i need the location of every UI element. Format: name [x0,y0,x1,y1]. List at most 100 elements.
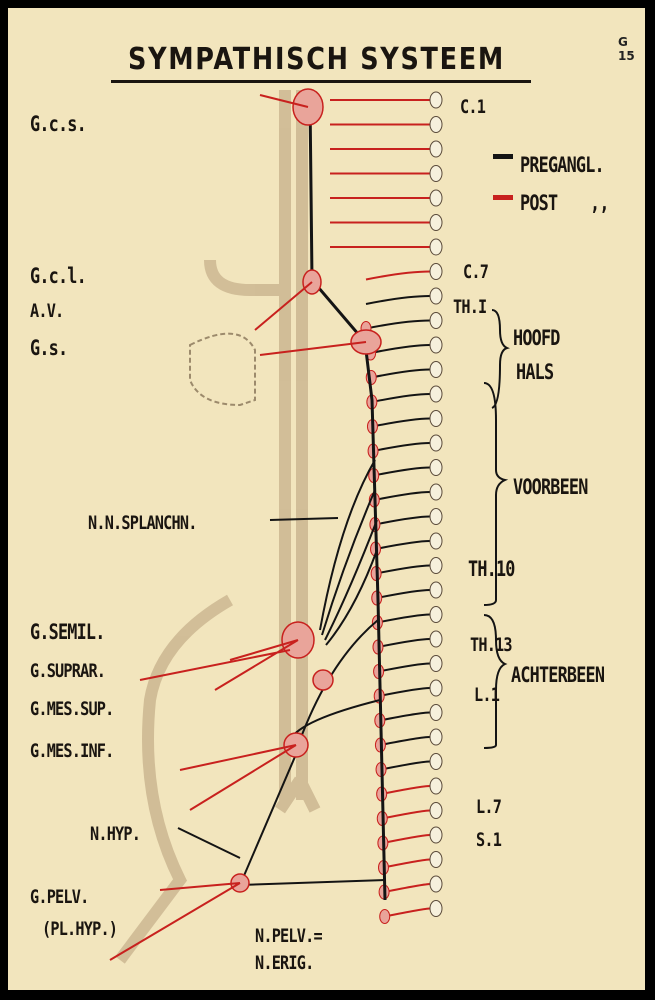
spinal-root [365,319,431,330]
spinal-ganglion [429,875,443,893]
spinal-ganglion [429,312,443,329]
spinal-ganglion [429,679,443,697]
label-th1: TH.I [453,296,487,318]
spinal-ganglion [429,581,443,599]
spinal-ganglion [429,483,443,501]
spinal-ganglion [429,606,443,623]
plate-code: G 15 [618,35,635,63]
spinal-ganglion [429,189,443,207]
spinal-root [371,368,431,379]
label-voorbeen: VOORBEEN [513,475,588,499]
spinal-root [373,466,431,477]
label-n-pelv: N.PELV.= [255,925,323,947]
label-s1: S.1 [476,829,502,851]
label-n-hyp: N.HYP. [90,823,141,845]
spinal-ganglion [429,238,443,256]
spinal-ganglion [429,802,443,819]
label-mes-inf: G.MES.INF. [30,740,114,762]
spinal-root [378,662,431,673]
spinal-ganglion [429,630,443,648]
spinal-ganglion [429,361,443,378]
spinal-roots [329,91,443,924]
label-th13: TH.13 [470,634,513,656]
region-brackets [483,309,510,749]
spinal-root [380,760,431,771]
label-semil: G.SEMIL. [30,620,105,644]
legend-preganglionic: PREGANGL. [520,153,605,177]
legend-postganglionic: POST [520,191,558,215]
spinal-root [370,344,431,354]
anatomical-poster: SYMPATHISCH SYSTEEM G 15 PREGANGL. POST … [8,8,645,990]
spinal-ganglion [429,655,443,672]
spinal-root [383,883,431,893]
spinal-root [376,589,431,599]
legend-ditto: ,, [590,191,609,215]
spinal-root [382,809,431,820]
label-l1: L.1 [474,684,500,706]
spinal-ganglion [429,532,443,550]
spinal-root [371,393,431,403]
visceral-postganglionic-branches [109,94,367,961]
spinal-root [380,736,431,746]
spinal-ganglion [429,728,443,746]
sympathetic-chain [308,99,387,901]
aorta-outline [115,90,321,964]
spinal-ganglion [429,851,443,868]
spinal-ganglion [429,826,443,844]
heart-outline [189,332,256,407]
sympathetic-system-diagram [109,88,513,964]
legend-swatches [493,154,513,200]
spinal-ganglion [429,704,443,721]
chain-ganglion [379,909,391,924]
label-splanchnic: N.N.SPLANCHN. [88,512,197,534]
label-c7: C.7 [463,261,489,283]
spinal-ganglion [429,336,443,354]
spinal-root [384,907,431,918]
label-gcs: G.c.s. [30,112,87,136]
spinal-ganglion [429,91,443,109]
spinal-root [383,858,431,869]
spinal-ganglion [429,214,443,231]
spinal-ganglion [429,385,443,403]
spinal-root [377,638,431,648]
spinal-root [374,491,431,501]
spinal-root [372,442,431,452]
page-title: SYMPATHISCH SYSTEEM [128,42,505,77]
spinal-ganglion [429,165,443,182]
label-suprar: G.SUPRAR. [30,660,106,682]
label-gci: G.c.l. [30,264,87,288]
label-mes-sup: G.MES.SUP. [30,698,114,720]
spinal-ganglion [429,140,443,158]
spinal-root [365,270,431,281]
label-g-pelv: G.PELV. [30,886,89,908]
spinal-root [381,785,431,795]
spinal-ganglion [429,753,443,770]
label-pl-hyp: (PL.HYP.) [42,918,118,940]
label-achterbeen: ACHTERBEEN [511,663,605,687]
spinal-root [365,295,431,305]
spinal-root [377,613,431,624]
spinal-ganglion [429,263,443,280]
spinal-ganglion [429,459,443,476]
spinal-root [382,834,431,844]
spinal-ganglion [429,116,443,133]
label-l7: L.7 [476,796,502,818]
label-th10: TH.10 [468,557,515,581]
spinal-ganglion [429,287,443,305]
spinal-ganglion [429,900,443,917]
spinal-root [379,711,431,722]
spinal-root [379,687,431,697]
title-underline [111,80,531,83]
label-c1: C.1 [460,96,486,118]
label-hoofd: HOOFD [513,326,560,350]
label-n-erig: N.ERIG. [255,952,314,974]
label-hals: HALS [516,360,554,384]
spinal-root [372,417,431,428]
spinal-ganglion [429,434,443,452]
spinal-ganglion [429,557,443,574]
spinal-ganglion [429,508,443,525]
label-gs: G.s. [30,336,68,360]
spinal-root [375,540,431,550]
spinal-ganglion [429,410,443,427]
spinal-root [375,564,431,575]
